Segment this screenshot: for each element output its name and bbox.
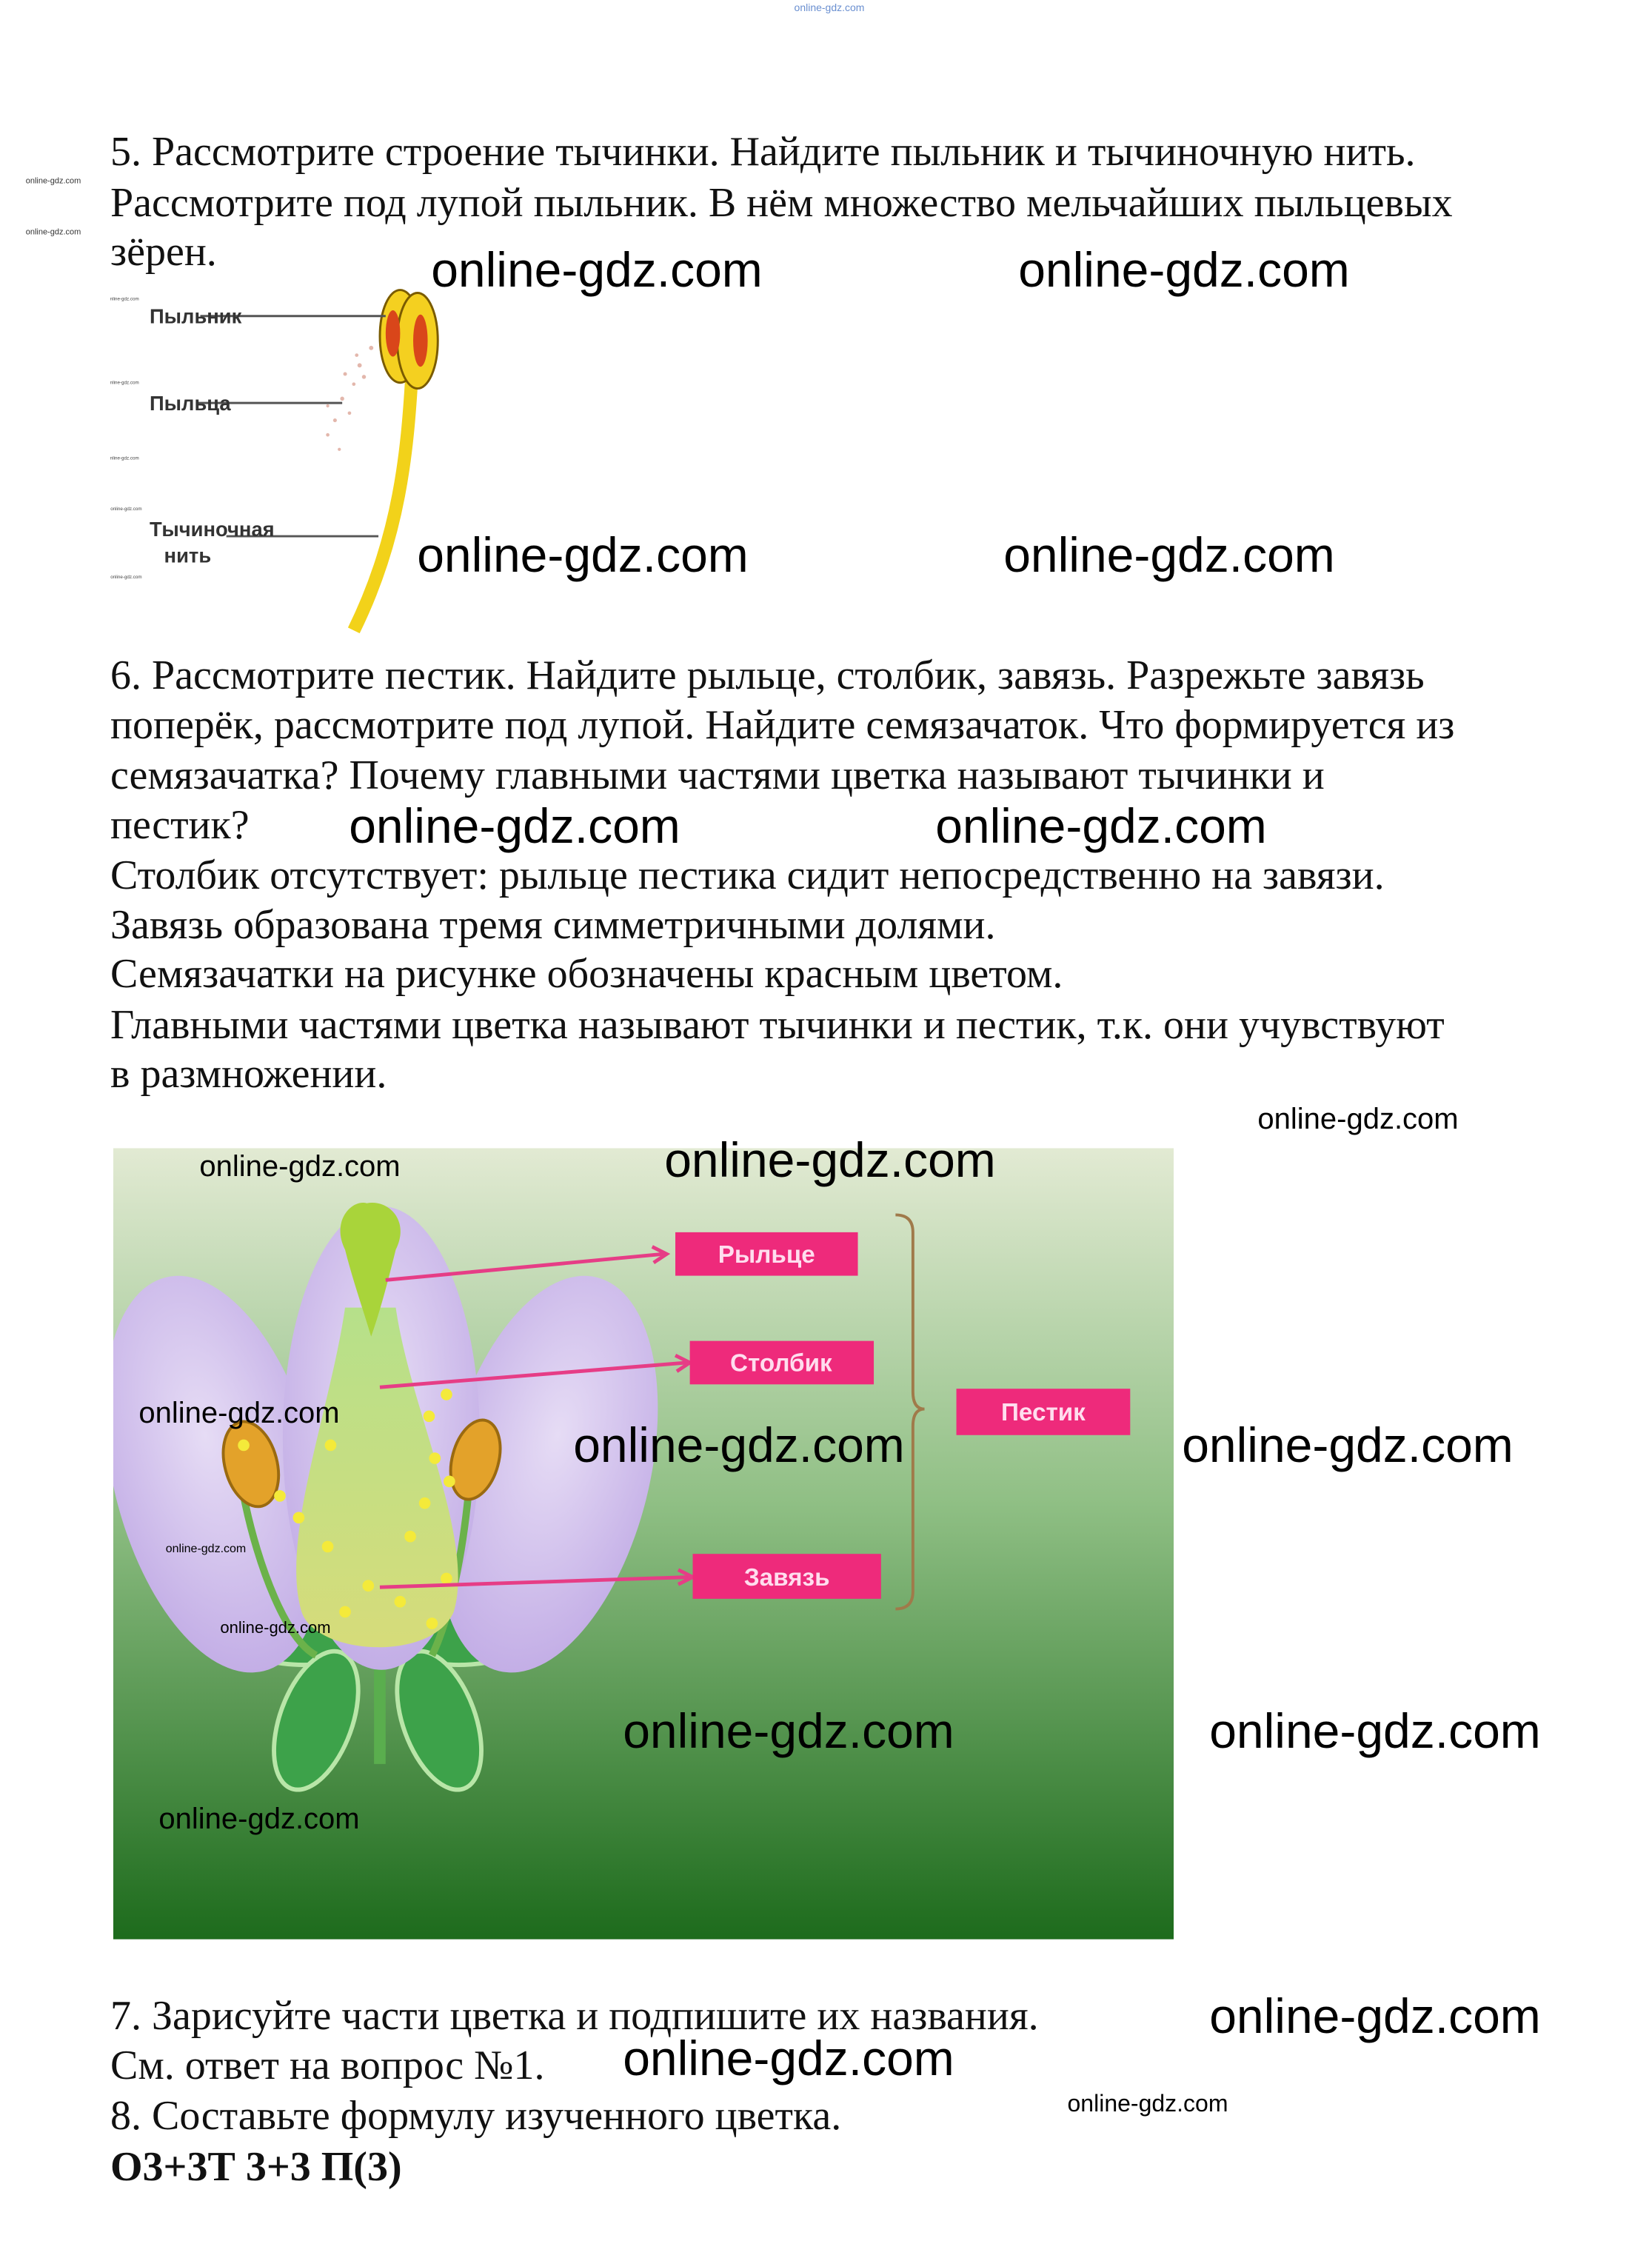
filament: [347, 376, 418, 634]
stigma-label: Рыльце: [718, 1241, 815, 1269]
ovary-label-box: Завязь: [692, 1554, 881, 1599]
task6-question-line-4: пестик?: [110, 802, 250, 848]
watermark: online-gdz.com: [349, 798, 680, 853]
task7-line-1: 7. Зарисуйте части цветка и подпишите их…: [110, 1993, 1039, 2039]
pollen-dots: [238, 1389, 455, 1629]
task5-line-1: 5. Рассмотрите строение тычинки. Найдите…: [110, 129, 1416, 175]
pistil-label: Пестик: [1001, 1399, 1086, 1426]
header-watermark: online-gdz.com: [794, 1, 865, 13]
filament-label-2: нить: [164, 544, 212, 567]
watermark: online-gdz.com: [165, 1543, 247, 1555]
task6-question-line-3: семязачатка? Почему главными частями цве…: [110, 752, 1325, 798]
pollen-grains: [326, 345, 374, 451]
watermark: online-gdz.com: [25, 176, 81, 186]
anther-label: Пыльник: [150, 305, 242, 328]
watermark: online-gdz.com: [110, 381, 139, 386]
watermark: online-gdz.com: [1209, 1988, 1541, 2043]
task5-line-2: Рассмотрите под лупой пыльник. В нём мно…: [110, 180, 1453, 226]
watermark: online-gdz.com: [664, 1132, 996, 1187]
watermark: online-gdz.com: [158, 1803, 360, 1835]
watermark: online-gdz.com: [138, 1397, 340, 1429]
stamen-figure: Пыльник Пыльца Тычиночная нить online-gd…: [107, 275, 486, 638]
watermark: online-gdz.com: [573, 1417, 905, 1472]
watermark: online-gdz.com: [935, 798, 1267, 853]
watermark: online-gdz.com: [1003, 527, 1335, 582]
task6-answer-line-2: Завязь образована тремя симметричными до…: [110, 902, 996, 948]
stigma-label-box: Рыльце: [675, 1232, 858, 1276]
task6-answer-line-1: Столбик отсутствует: рыльце пестика сиди…: [110, 852, 1385, 898]
arrows: [379, 1245, 697, 1589]
filament-label-1: Тычиночная: [150, 518, 275, 541]
stigma: [340, 1203, 401, 1337]
pistil-label-box: Пестик: [956, 1389, 1131, 1435]
watermark: online-gdz.com: [623, 1703, 954, 1758]
pollen-label: Пыльца: [150, 392, 231, 415]
task6-answer-line-4: Главными частями цветка называют тычинки…: [110, 1002, 1445, 1048]
task6-question-line-2: поперёк, рассмотрите под лупой. Найдите …: [110, 702, 1455, 748]
watermark: online-gdz.com: [199, 1150, 401, 1183]
watermark: online-gdz.com: [1182, 1417, 1514, 1472]
watermark: online-gdz.com: [1257, 1103, 1459, 1135]
task6-answer-line-5: в размножении.: [110, 1051, 387, 1097]
anther-right: [449, 1418, 502, 1501]
style-label: Столбик: [730, 1350, 832, 1377]
ovary-label: Завязь: [744, 1564, 830, 1592]
pistil-figure: Рыльце Столбик Пестик Завязь: [104, 1148, 1174, 1940]
watermark: online-gdz.com: [1067, 2090, 1228, 2117]
watermark: online-gdz.com: [110, 455, 139, 461]
watermark: online-gdz.com: [431, 242, 763, 297]
watermark: online-gdz.com: [110, 296, 139, 301]
watermark: online-gdz.com: [25, 227, 81, 237]
task7-line-2: См. ответ на вопрос №1.: [110, 2043, 545, 2088]
watermark: online-gdz.com: [1209, 1703, 1541, 1758]
watermark: online-gdz.com: [417, 527, 749, 582]
task8-line-1: 8. Составьте формулу изученного цветка.: [110, 2093, 842, 2139]
task5-line-3: зёрен.: [110, 229, 217, 275]
anther-left: [221, 1420, 281, 1509]
watermark: online-gdz.com: [110, 575, 141, 580]
task6-question-line-1: 6. Рассмотрите пестик. Найдите рыльце, с…: [110, 652, 1425, 698]
watermark: online-gdz.com: [623, 2031, 954, 2085]
flower-formula: О3+3Т 3+3 П(3): [110, 2144, 402, 2190]
task6-answer-line-3: Семязачатки на рисунке обозначены красны…: [110, 951, 1063, 997]
watermark: online-gdz.com: [220, 1618, 331, 1637]
style-label-box: Столбик: [689, 1340, 875, 1385]
bracket: [895, 1213, 925, 1611]
ovary: [296, 1307, 458, 1648]
watermark: online-gdz.com: [1018, 242, 1350, 297]
watermark: online-gdz.com: [110, 507, 141, 512]
